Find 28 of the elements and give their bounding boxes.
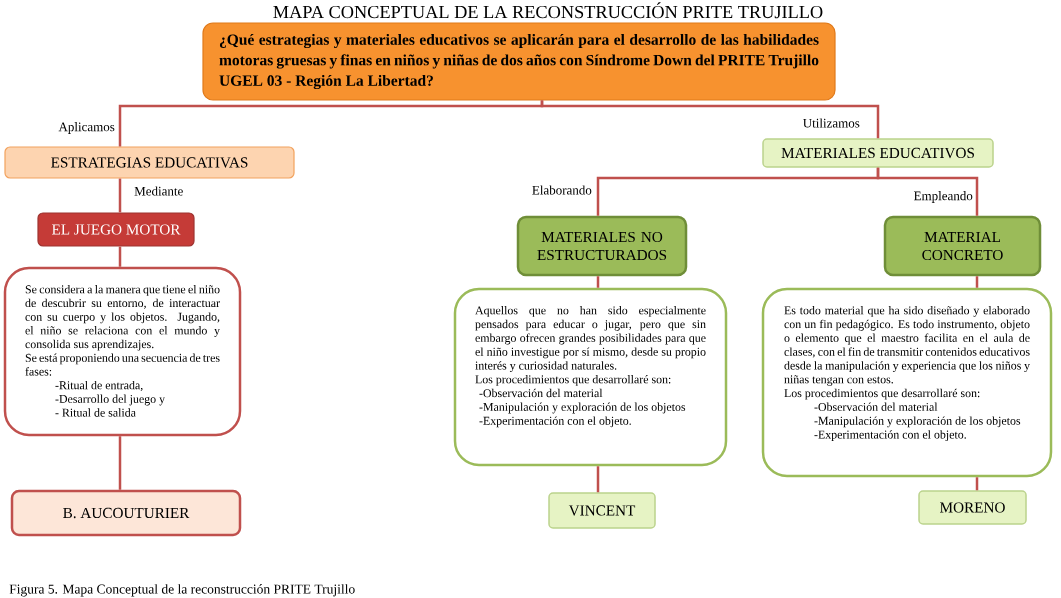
concept-box: MATERIAL CONCRETO xyxy=(883,215,1042,277)
concept-box: ESTRATEGIAS EDUCATIVAS xyxy=(4,146,295,179)
connector-line xyxy=(975,276,979,288)
connector-line xyxy=(118,246,122,267)
title: MAPA CONCEPTUAL DE LA RECONSTRUCCIÓN PRITE TRUJILLO xyxy=(273,2,823,19)
connector-line xyxy=(975,477,979,491)
concept-box: MATERIALES EDUCATIVOS xyxy=(762,138,994,168)
connector-line xyxy=(596,276,600,288)
connector-line xyxy=(540,100,880,139)
connector-line xyxy=(118,436,122,490)
edge-label: Empleando xyxy=(912,190,974,204)
author-box: VINCENT xyxy=(548,492,656,529)
author-box: B. AUCOUTURIER xyxy=(10,489,242,537)
concept-box: EL JUEGO MOTOR xyxy=(37,212,195,247)
edge-label: Elaborando xyxy=(530,184,593,196)
description-box: Es todo material que ha sido diseñado y elaborado con un fin pedagógico. Es todo instrumento, objeto o elemento que el maestro facilita en el aula de clases, con el fin de transmitir contenidos educativos desde la manipulación y experiencia que los niños y niñas tengan con estos. Los procedimientos que desarrollaré son: -Observación del material -Manipulación y exploración de los objetos -Experimentación con el objeto. xyxy=(761,287,1053,478)
edge-label: Utilizamos xyxy=(801,117,861,129)
description-box: Se considera a la manera que tiene el niño de descubrir su entorno, de interactuar con su cuerpo y los objetos. Jugando, el niño se relaciona con el mundo y consolida sus aprendizajes. Se está proponiendo una secuencia de tres fases: -Ritual de entrada, -Desarrollo del juego y - Ritual de salida xyxy=(3,266,242,437)
question-box: ¿Qué estrategias y materiales educativos se aplicarán para el desarrollo de las habilidades motoras gruesas y finas en niños y niñas de dos años con Síndrome Down del PRITE Trujillo UGEL 03 - Región La Libertad? xyxy=(202,22,836,101)
connector-line xyxy=(596,466,600,493)
concept-box: MATERIALES NO ESTRUCTURADOS xyxy=(516,215,688,277)
description-box: Aquellos que no han sido especialmente pensados para educar o jugar, pero que sin embargo ofrecen grandes posibilidades para que el niño investigue por sí mismo, desde su propio interés y curiosidad naturales. Los procedimientos que desarrollaré son: -Observación del material -Manipulación y exploración de los objetos -Experimentación con el objeto. xyxy=(453,287,728,467)
edge-label: Mediante xyxy=(133,185,185,197)
connector-line xyxy=(118,178,122,213)
author-box: MORENO xyxy=(918,490,1027,525)
edge-label: Aplicamos xyxy=(57,121,116,135)
connector-line xyxy=(876,167,979,216)
caption: Figura 5. Mapa Conceptual de la reconstrucción PRITE Trujillo xyxy=(9,584,355,597)
